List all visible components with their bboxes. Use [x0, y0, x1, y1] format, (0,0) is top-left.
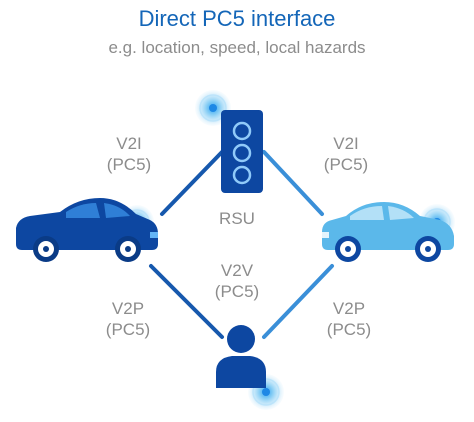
link-interface: (PC5) [326, 320, 372, 339]
link-interface: (PC5) [323, 155, 369, 174]
link-label-v2i-right: V2I (PC5) [311, 133, 381, 175]
link-interface: (PC5) [214, 282, 260, 301]
link-name: V2I [333, 134, 359, 153]
link-v2i-right-line [262, 150, 324, 216]
link-name: V2P [111, 299, 145, 318]
link-v2i-left-line [160, 150, 224, 216]
link-label-v2p-left: V2P (PC5) [93, 298, 163, 340]
link-label-v2p-right: V2P (PC5) [314, 298, 384, 340]
link-name: V2I [116, 134, 142, 153]
link-interface: (PC5) [105, 320, 151, 339]
link-v2p-right-line [262, 264, 334, 339]
diagram-subtitle: e.g. location, speed, local hazards [108, 38, 366, 57]
diagram-title: Direct PC5 interface [138, 6, 336, 31]
link-name: V2P [332, 299, 366, 318]
rsu-label: RSU [219, 209, 255, 228]
traffic-light-icon [221, 110, 263, 193]
link-v2p-left-line [149, 264, 224, 339]
link-interface: (PC5) [106, 155, 152, 174]
link-name: V2V [220, 261, 254, 280]
link-label-v2v: V2V (PC5) [202, 260, 272, 302]
car-icon [322, 202, 454, 262]
car-icon [16, 198, 158, 262]
link-label-v2i-left: V2I (PC5) [94, 133, 164, 175]
person-icon [216, 325, 266, 388]
